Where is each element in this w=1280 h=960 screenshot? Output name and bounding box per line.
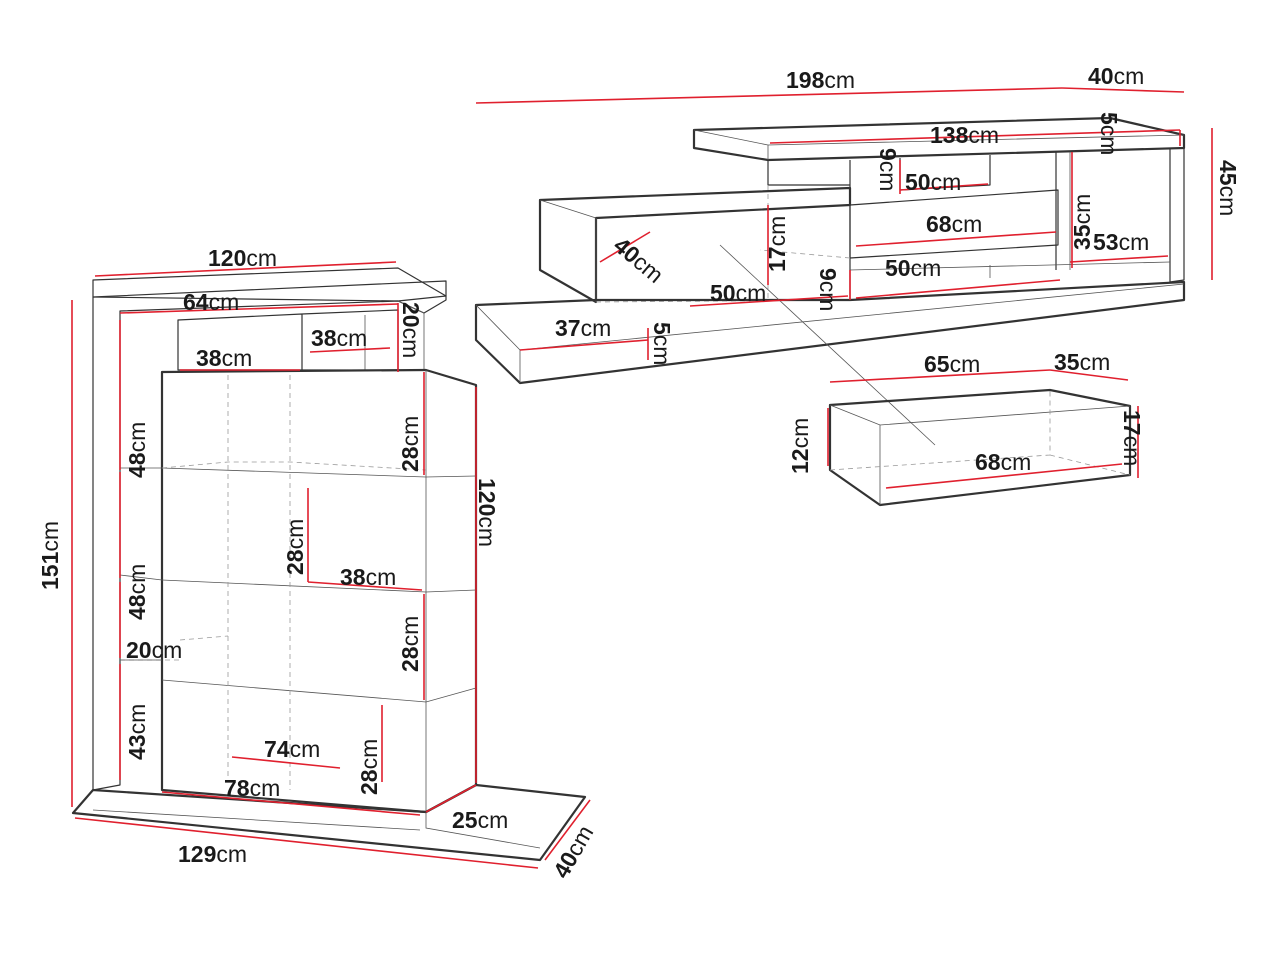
dim-tv-right-lower-width: 53cm xyxy=(1093,229,1149,255)
dim-bookcase-middle-niche-width: 38cm xyxy=(340,564,396,590)
dim-drawer-front-width: 68cm xyxy=(975,449,1031,475)
dim-drawer-outer-height: 12cm xyxy=(787,418,813,474)
dim-bookcase-right-niche-height: 28cm xyxy=(397,616,423,672)
bookcase-top-slab xyxy=(92,267,447,302)
dim-bookcase-base-width: 129cm xyxy=(178,841,247,867)
tv-stand-drawing xyxy=(474,87,1213,446)
bookcase-drawing xyxy=(71,261,591,869)
dim-tv-lower-niche-width-b: 50cm xyxy=(710,280,766,306)
dim-bookcase-top-box-height: 20cm xyxy=(398,302,424,358)
dim-bookcase-left-shelf-1: 48cm xyxy=(124,422,150,478)
drawer-drawing xyxy=(827,369,1139,507)
dim-tv-base-thickness: 5cm xyxy=(649,322,675,365)
dim-tv-depth: 40cm xyxy=(1088,63,1144,89)
dim-bookcase-left-shelf-2: 48cm xyxy=(124,564,150,620)
dim-bookcase-bottom-niche-height: 28cm xyxy=(356,739,382,795)
dim-drawer-front-height: 17cm xyxy=(1119,410,1145,466)
dim-tv-left-box-height: 17cm xyxy=(764,216,790,272)
dim-bookcase-width-top: 120cm xyxy=(208,245,277,271)
dim-tv-left-box-depth: 40cm xyxy=(609,232,669,288)
tv-stand-base xyxy=(474,280,1186,385)
dim-tv-drawer-front-width: 68cm xyxy=(926,211,982,237)
dim-bookcase-upper-right-niche: 38cm xyxy=(311,325,367,351)
dim-bookcase-bottom-inner-width: 74cm xyxy=(264,736,320,762)
dim-bookcase-total-height: 151cm xyxy=(37,521,63,590)
dim-bookcase-upper-left-niche: 38cm xyxy=(196,345,252,371)
dim-drawer-outer-depth: 35cm xyxy=(1054,349,1110,375)
dim-drawer-outer-width: 65cm xyxy=(924,351,980,377)
dim-bookcase-base-depth: 40cm xyxy=(548,821,599,883)
dim-tv-upper-niche-height: 9cm xyxy=(875,148,901,191)
dim-tv-top-width: 138cm xyxy=(930,122,999,148)
dim-bookcase-base-step-depth: 25cm xyxy=(452,807,508,833)
dim-tv-total-width: 198cm xyxy=(786,67,855,93)
dim-tv-base-front-width: 37cm xyxy=(555,315,611,341)
dim-bookcase-base-inner-width: 78cm xyxy=(224,775,280,801)
dim-bookcase-left-small-shelf: 20cm xyxy=(126,637,182,663)
dim-bookcase-cabinet-height: 120cm xyxy=(474,478,500,547)
dim-bookcase-depth-top: 64cm xyxy=(183,289,239,315)
dim-bookcase-left-bottom: 43cm xyxy=(124,704,150,760)
dim-tv-total-height: 45cm xyxy=(1215,160,1241,216)
dim-tv-lower-niche-height: 9cm xyxy=(815,268,841,311)
dim-tv-lower-niche-width-a: 50cm xyxy=(885,255,941,281)
dim-tv-right-column-height: 35cm xyxy=(1069,194,1095,250)
drawer-box xyxy=(828,388,1132,507)
dim-tv-top-thickness: 5cm xyxy=(1096,112,1122,155)
dim-tv-upper-niche-width: 50cm xyxy=(905,169,961,195)
tv-stand-left-box xyxy=(538,186,852,304)
dim-bookcase-niche-height-top: 28cm xyxy=(397,416,423,472)
dim-bookcase-middle-niche-height: 28cm xyxy=(282,519,308,575)
